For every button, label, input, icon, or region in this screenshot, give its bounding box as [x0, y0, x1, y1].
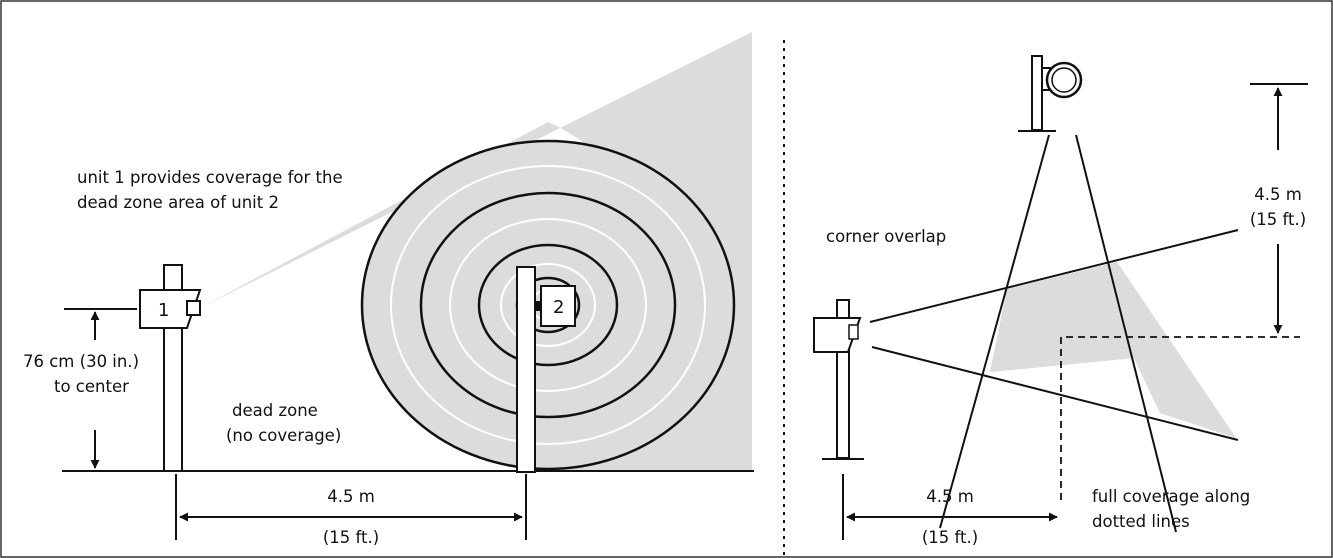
callout-line1: unit 1 provides coverage for the — [77, 168, 343, 187]
side-unit-lens — [848, 324, 859, 340]
vertical-label-line2: (15 ft.) — [1250, 210, 1306, 229]
dead-zone-line1: dead zone — [232, 401, 318, 420]
unit2-label: 2 — [553, 297, 564, 318]
side-beam-upper — [869, 229, 1239, 323]
callout-line2: dead zone area of unit 2 — [77, 193, 279, 212]
vertical-label-line1: 4.5 m — [1254, 185, 1302, 204]
side-beam-lower — [871, 346, 1239, 441]
right-distance-line1: 4.5 m — [926, 487, 974, 506]
height-label-line2: to center — [54, 377, 129, 396]
overlap-area-fill — [990, 262, 1236, 438]
top-unit-lens — [1051, 67, 1077, 93]
top-beam-right — [1075, 134, 1177, 533]
corner-overlap-label: corner overlap — [826, 227, 946, 246]
full-coverage-boundary — [1060, 336, 1300, 500]
unit2-lens — [535, 301, 542, 311]
unit2-sensor — [540, 285, 576, 327]
right-panel: 4.5 m (15 ft.) corner overlap 4.5 m (15 … — [813, 55, 1308, 547]
right-distance-line2: (15 ft.) — [922, 528, 978, 547]
full-coverage-line1: full coverage along — [1092, 487, 1250, 506]
left-panel: 1 2 76 cm (30 in.) to center unit 1 prov… — [23, 32, 754, 547]
distance-label-line1: 4.5 m — [327, 487, 375, 506]
unit1-label: 1 — [158, 300, 169, 321]
unit1-lens — [186, 300, 201, 316]
dead-zone-line2: (no coverage) — [226, 426, 341, 445]
top-beam-left — [939, 134, 1050, 529]
coverage-cone — [200, 32, 752, 470]
unit1-sensor — [139, 289, 202, 329]
full-coverage-line2: dotted lines — [1092, 512, 1190, 531]
distance-label-line2: (15 ft.) — [323, 528, 379, 547]
unit2-post — [516, 266, 536, 473]
top-unit-post — [1031, 55, 1043, 131]
height-label-line1: 76 cm (30 in.) — [23, 352, 139, 371]
